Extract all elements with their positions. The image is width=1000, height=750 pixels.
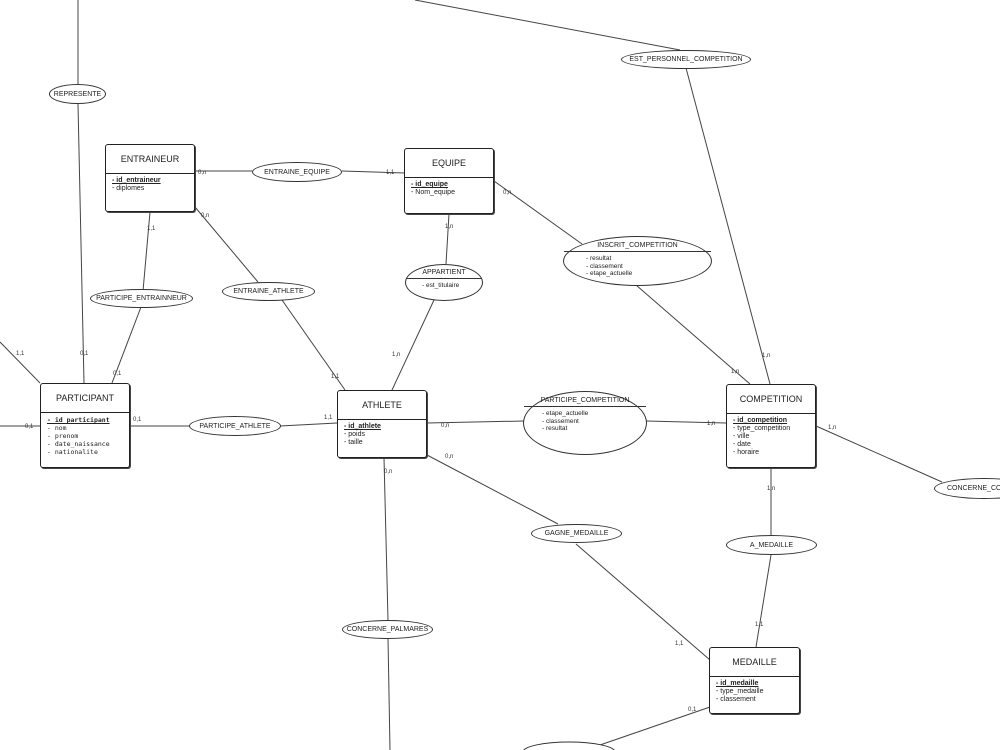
primary-key-attribute: - id_participant: [47, 416, 110, 424]
association-entraine-athlete[interactable]: ENTRAINE_ATHLETE: [222, 282, 315, 301]
cardinality: 1,n: [707, 421, 716, 427]
cardinality: 0,1: [688, 707, 697, 713]
entity-participant[interactable]: PARTICIPANT - id_participant - nom - pre…: [40, 383, 130, 468]
association-attribute: - classement: [586, 262, 623, 270]
association-attribute: - resultat: [542, 425, 568, 432]
primary-key-attribute: - id_medaille: [716, 680, 759, 687]
cardinality: 0,1: [133, 417, 142, 423]
entity-competition[interactable]: COMPETITION - id_competition - type_comp…: [726, 384, 816, 468]
entity-title: MEDAILLE: [710, 648, 799, 677]
cardinality: 0,n: [503, 190, 512, 196]
entity-title: ATHLETE: [338, 391, 426, 420]
attribute: - type_medaille: [716, 688, 764, 695]
association-participe-entrainneur[interactable]: PARTICIPE_ENTRAINNEUR: [90, 289, 193, 308]
association-attribute: - est_titulaire: [422, 282, 460, 289]
entity-title: ENTRAINEUR: [106, 145, 194, 174]
cardinality: 1,n: [731, 369, 740, 375]
cardinality: 0,n: [201, 213, 210, 219]
attribute: - ville: [733, 433, 750, 440]
association-participe-competition[interactable]: PARTICIPE_COMPETITION - etape_actuelle -…: [523, 391, 647, 455]
primary-key-attribute: - id_equipe: [411, 181, 448, 188]
attribute: - diplomes: [112, 185, 145, 192]
cardinality: 0,1: [113, 371, 122, 377]
attribute: - nationalite: [47, 448, 98, 456]
cardinality: 0,n: [445, 454, 454, 460]
cardinality: 1,n: [828, 425, 837, 431]
attribute: - date: [733, 441, 751, 448]
association-inscrit-competition[interactable]: INSCRIT_COMPETITION - resultat - classem…: [563, 236, 712, 286]
attribute: - date_naissance: [47, 440, 110, 448]
cardinality: 1,1: [147, 226, 156, 232]
attribute: - type_competition: [733, 425, 791, 432]
attribute: - horaire: [733, 449, 760, 456]
entity-entraineur[interactable]: ENTRAINEUR - id_entraineur - diplomes: [105, 144, 195, 212]
cardinality: 1,n: [767, 486, 776, 492]
association-a-medaille[interactable]: A_MEDAILLE: [726, 535, 817, 555]
association-concerne-palmares[interactable]: CONCERNE_PALMARES: [342, 620, 433, 639]
attribute: - prenom: [47, 432, 79, 440]
association-participe-athlete[interactable]: PARTICIPE_ATHLETE: [189, 416, 281, 436]
primary-key-attribute: - id_athlete: [344, 423, 381, 430]
cardinality: 0,n: [441, 423, 450, 429]
cardinality: 1,1: [755, 622, 764, 628]
attribute: - poids: [344, 431, 366, 438]
primary-key-attribute: - id_competition: [733, 417, 788, 424]
association-concerne-co[interactable]: CONCERNE_CO: [934, 478, 1000, 499]
cardinality: 1,n: [392, 352, 401, 358]
cardinality: 1,1: [386, 170, 395, 176]
cardinality: 0,1: [80, 351, 89, 357]
association-title: APPARTIENT: [406, 265, 482, 279]
entity-title: PARTICIPANT: [41, 384, 129, 413]
entity-athlete[interactable]: ATHLETE - id_athlete - poids - taille: [337, 390, 427, 458]
association-entraine-equipe[interactable]: ENTRAINE_EQUIPE: [252, 162, 342, 182]
cardinality: 1,1: [331, 374, 340, 380]
association-appartient[interactable]: APPARTIENT - est_titulaire: [405, 264, 483, 301]
cardinality: 0,n: [384, 469, 393, 475]
cardinality: 1,1: [16, 351, 25, 357]
association-gagne-medaille[interactable]: GAGNE_MEDAILLE: [531, 524, 622, 543]
association-attribute: - resultat: [586, 255, 612, 262]
attribute: - Nom_equipe: [411, 189, 455, 196]
association-represente[interactable]: REPRESENTE: [49, 84, 106, 104]
association-attribute: - etape_actuelle: [542, 410, 589, 417]
entity-medaille[interactable]: MEDAILLE - id_medaille - type_medaille -…: [709, 647, 800, 714]
cardinality: 1,1: [675, 641, 684, 647]
cardinality: 0,n: [198, 170, 207, 176]
association-title: PARTICIPE_COMPETITION: [524, 392, 646, 407]
entity-equipe[interactable]: EQUIPE - id_equipe - Nom_equipe: [404, 148, 494, 214]
entity-title: EQUIPE: [405, 149, 493, 178]
primary-key-attribute: - id_entraineur: [112, 177, 161, 184]
cardinality: 1,1: [324, 415, 333, 421]
cardinality: 0,1: [25, 424, 34, 430]
association-attribute: - etape_actuelle: [586, 270, 633, 277]
association-est-personnel-competition[interactable]: EST_PERSONNEL_COMPETITION: [621, 50, 751, 69]
attribute: - taille: [344, 439, 363, 446]
entity-title: COMPETITION: [727, 385, 815, 414]
association-attribute: - classement: [542, 417, 579, 425]
association-title: INSCRIT_COMPETITION: [564, 237, 711, 252]
cardinality: 1,n: [762, 353, 771, 359]
attribute: - nom: [47, 424, 67, 432]
cardinality: 1,n: [445, 224, 454, 230]
attribute: - classement: [716, 696, 756, 703]
